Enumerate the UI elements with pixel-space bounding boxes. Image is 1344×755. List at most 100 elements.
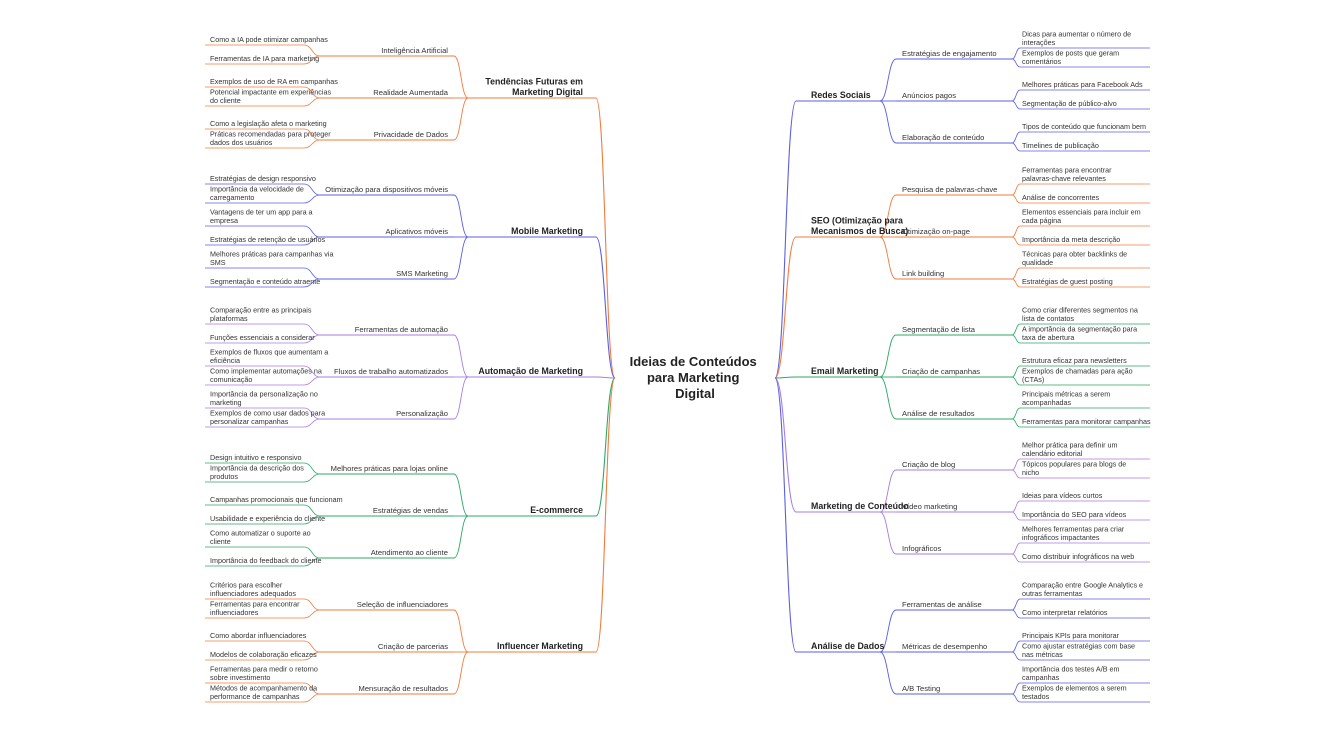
- leaf-topic[interactable]: Ferramentas de IA para marketing: [210, 54, 319, 63]
- subtopic[interactable]: Atendimento ao cliente: [371, 548, 448, 557]
- leaf-topic[interactable]: Importância do SEO para vídeos: [1022, 510, 1127, 519]
- subtopic[interactable]: Infográficos: [902, 544, 941, 553]
- leaf-topic[interactable]: Ferramentas para monitorar campanhas: [1022, 417, 1151, 426]
- subtopic[interactable]: Estratégias de engajamento: [902, 49, 997, 58]
- subtopic[interactable]: Aplicativos móveis: [386, 227, 449, 236]
- subtopic[interactable]: Mensuração de resultados: [359, 684, 449, 693]
- subtopic[interactable]: SMS Marketing: [396, 269, 448, 278]
- leaf-topic[interactable]: Exemplos de chamadas para ação(CTAs): [1022, 367, 1133, 385]
- subtopic[interactable]: Anúncios pagos: [902, 91, 956, 100]
- leaf-topic[interactable]: Funções essenciais a considerar: [210, 333, 315, 342]
- leaf-topic[interactable]: Campanhas promocionais que funcionam: [210, 495, 343, 504]
- leaf-topic[interactable]: Tipos de conteúdo que funcionam bem: [1022, 122, 1146, 131]
- leaf-topic[interactable]: Como interpretar relatórios: [1022, 608, 1108, 617]
- subtopic[interactable]: Criação de campanhas: [902, 367, 980, 376]
- subtopic[interactable]: Realidade Aumentada: [373, 88, 449, 97]
- subtopic[interactable]: Pesquisa de palavras-chave: [902, 185, 997, 194]
- leaf-topic[interactable]: Segmentação de público-alvo: [1022, 99, 1117, 108]
- main-topic[interactable]: Influencer Marketing: [497, 641, 583, 651]
- leaf-topic[interactable]: Usabilidade e experiência do cliente: [210, 514, 325, 523]
- subtopic[interactable]: Criação de parcerias: [378, 642, 448, 651]
- main-topic[interactable]: Análise de Dados: [811, 641, 884, 651]
- leaf-topic[interactable]: Como a legislação afeta o marketing: [210, 119, 327, 128]
- root-topic[interactable]: Ideias de Conteúdos para Marketing Digit…: [630, 354, 761, 401]
- subtopic[interactable]: Otimização para dispositivos móveis: [325, 185, 448, 194]
- subtopic[interactable]: Ferramentas de automação: [355, 325, 448, 334]
- leaf-topic[interactable]: Segmentação e conteúdo atraente: [210, 277, 320, 286]
- main-topic[interactable]: Marketing de Conteúdo: [811, 501, 909, 511]
- subtopic[interactable]: Personalização: [396, 409, 448, 418]
- subtopic[interactable]: Otimização on-page: [902, 227, 970, 236]
- leaf-topic[interactable]: Design intuitivo e responsivo: [210, 453, 302, 462]
- main-topic[interactable]: E-commerce: [530, 505, 583, 515]
- main-topic[interactable]: Automação de Marketing: [478, 366, 583, 376]
- main-topic[interactable]: Mobile Marketing: [511, 226, 583, 236]
- leaf-topic[interactable]: Timelines de publicação: [1022, 141, 1099, 150]
- subtopic[interactable]: Elaboração de conteúdo: [902, 133, 984, 142]
- subtopic[interactable]: Métricas de desempenho: [902, 642, 987, 651]
- leaf-topic[interactable]: Ideias para vídeos curtos: [1022, 491, 1103, 500]
- leaf-topic[interactable]: Análise de concorrentes: [1022, 193, 1100, 202]
- leaf-topic[interactable]: Exemplos de uso de RA em campanhas: [210, 77, 338, 86]
- subtopic[interactable]: Estratégias de vendas: [373, 506, 448, 515]
- leaf-topic[interactable]: Estratégias de guest posting: [1022, 277, 1113, 286]
- subtopic[interactable]: A/B Testing: [902, 684, 940, 693]
- leaf-topic[interactable]: Estratégias de retenção de usuários: [210, 235, 325, 244]
- leaf-topic[interactable]: Modelos de colaboração eficazes: [210, 650, 317, 659]
- leaf-topic[interactable]: Principais KPIs para monitorar: [1022, 631, 1120, 640]
- leaf-topic[interactable]: Estrutura eficaz para newsletters: [1022, 356, 1127, 365]
- subtopic[interactable]: Seleção de influenciadores: [357, 600, 448, 609]
- subtopic[interactable]: Fluxos de trabalho automatizados: [334, 367, 448, 376]
- leaf-topic[interactable]: Melhores práticas para Facebook Ads: [1022, 80, 1143, 89]
- subtopic[interactable]: Análise de resultados: [902, 409, 975, 418]
- main-topic[interactable]: Redes Sociais: [811, 90, 871, 100]
- leaf-topic[interactable]: Como abordar influenciadores: [210, 631, 307, 640]
- leaf-topic[interactable]: Como a IA pode otimizar campanhas: [210, 35, 328, 44]
- subtopic[interactable]: Criação de blog: [902, 460, 955, 469]
- leaf-topic[interactable]: Importância da meta descrição: [1022, 235, 1120, 244]
- subtopic[interactable]: Inteligência Artificial: [381, 46, 448, 55]
- subtopic[interactable]: Privacidade de Dados: [374, 130, 448, 139]
- subtopic[interactable]: Link building: [902, 269, 944, 278]
- leaf-topic[interactable]: Como distribuir infográficos na web: [1022, 552, 1134, 561]
- subtopic[interactable]: Segmentação de lista: [902, 325, 976, 334]
- leaf-topic[interactable]: Importância do feedback do cliente: [210, 556, 321, 565]
- subtopic[interactable]: Ferramentas de análise: [902, 600, 982, 609]
- subtopic[interactable]: Melhores práticas para lojas online: [331, 464, 448, 473]
- leaf-topic[interactable]: Estratégias de design responsivo: [210, 174, 316, 183]
- main-topic[interactable]: Email Marketing: [811, 366, 878, 376]
- subtopic[interactable]: Vídeo marketing: [902, 502, 957, 511]
